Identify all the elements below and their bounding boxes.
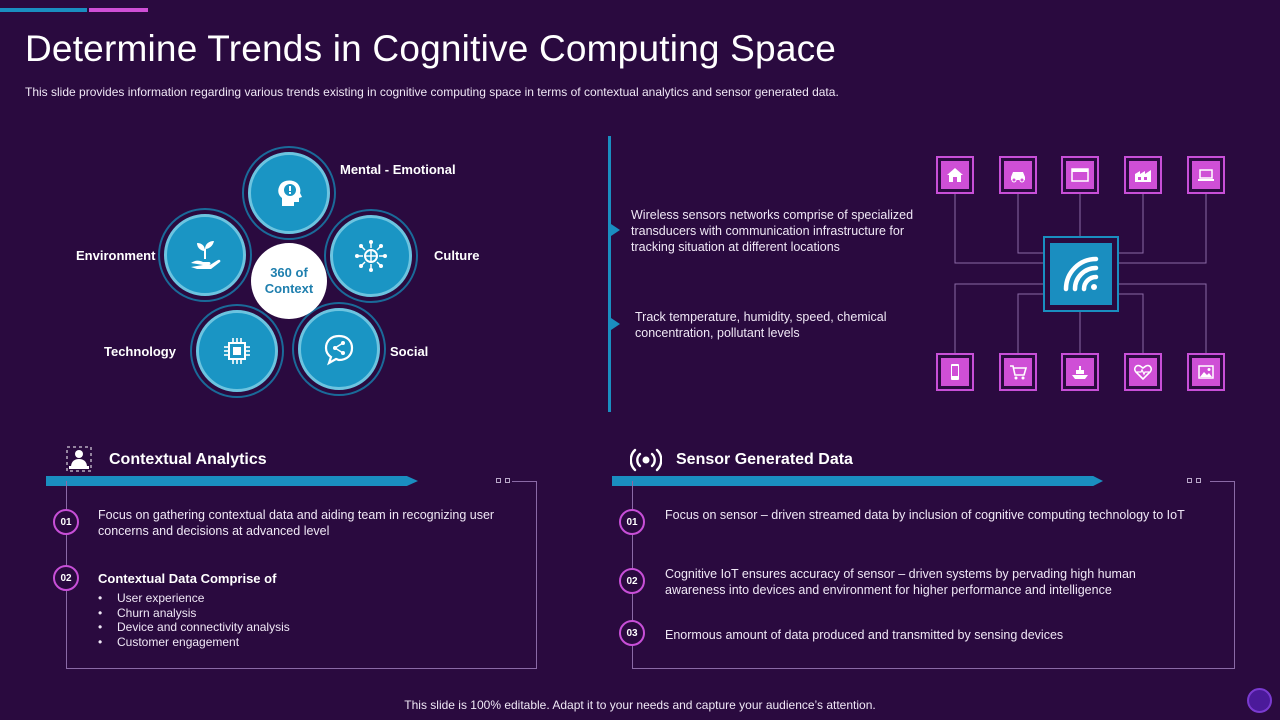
sensor-item-2: Cognitive IoT ensures accuracy of sensor… [665,567,1136,597]
browser-icon [1071,168,1089,182]
iot-node-image [1187,353,1225,391]
vertical-divider [608,136,611,412]
factory-icon [1135,170,1151,182]
iot-connectors [954,194,1207,353]
step-number-01: 01 [619,509,645,535]
contextual-analytics-heading: Contextual Analytics [109,451,267,468]
laptop-icon [1198,169,1214,181]
contextual-data-list: User experience Churn analysis Device an… [98,591,290,649]
iot-hub [1043,236,1119,312]
sensor-point-1: Wireless sensors networks comprise of sp… [631,208,914,254]
center-line-2: Context [264,281,314,296]
iot-node-heart [1124,353,1162,391]
sensor-generated-heading: Sensor Generated Data [676,451,853,468]
iot-node-browser [1061,156,1099,194]
contextual-item-1: Focus on gathering contextual data and a… [98,508,495,538]
iot-network [930,150,1230,400]
image-icon [1198,365,1214,379]
car-icon [1011,172,1025,183]
sensor-item-1: Focus on sensor – driven streamed data b… [665,508,1185,522]
iot-node-laptop [1187,156,1225,194]
step-number-02: 02 [53,565,79,591]
list-item: User experience [98,591,290,606]
phone-icon [951,364,959,380]
step-number-02: 02 [619,568,645,594]
sensor-item-3: Enormous amount of data produced and tra… [665,628,1064,642]
step-number-01: 01 [53,509,79,535]
arrow-marker-2 [611,318,620,330]
list-item: Device and connectivity analysis [98,620,290,635]
iot-node-car [999,156,1037,194]
accent-bar-pink [89,8,148,12]
sensor-frame-top [1210,481,1235,482]
step-number-03: 03 [619,620,645,646]
petal-social [298,308,380,390]
contextual-frame-top [512,481,537,482]
label-mental-emotional: Mental - Emotional [340,162,456,177]
label-social: Social [390,344,429,359]
label-environment: Environment [76,248,156,263]
petal-culture [330,215,412,297]
frame-square [1196,478,1201,483]
contextual-analytics-bar [46,476,418,486]
diagram-arcs [158,146,418,398]
broadcast-icon [630,448,662,472]
cart-icon [1010,365,1028,380]
contextual-item-2-heading: Contextual Data Comprise of [98,571,277,586]
accent-bar-blue [0,8,87,12]
home-icon [947,168,963,182]
iot-node-home [936,156,974,194]
label-culture: Culture [434,248,480,263]
page-title: Determine Trends in Cognitive Computing … [25,28,837,69]
petal-mental-emotional [248,152,330,234]
frame-square [505,478,510,483]
iot-node-factory [1124,156,1162,194]
analyst-icon [66,446,92,472]
heart-rate-icon [1133,364,1153,381]
footer-note: This slide is 100% editable. Adapt it to… [404,698,876,712]
list-item: Churn analysis [98,606,290,621]
chat-share-icon [324,334,354,366]
slide-nav-button[interactable] [1247,688,1272,713]
wifi-icon [1063,256,1099,292]
frame-square [496,478,501,483]
page-subtitle: This slide provides information regardin… [25,85,839,99]
frame-square [1187,478,1192,483]
chip-icon [224,338,250,364]
list-item: Customer engagement [98,635,290,650]
iot-node-cart [999,353,1037,391]
label-technology: Technology [104,344,176,359]
arrow-marker-1 [611,224,620,236]
sensor-point-2: Track temperature, humidity, speed, chem… [635,310,887,340]
iot-node-phone [936,353,974,391]
network-globe-icon [355,240,387,272]
plant-hand-icon [191,241,221,269]
center-360-context: 360 of Context [251,243,327,319]
head-idea-icon [278,180,302,206]
iot-node-ship [1061,353,1099,391]
ship-icon [1072,366,1088,379]
petal-environment [164,214,246,296]
context-diagram: 360 of Context Mental - Emotional Cultur… [0,130,600,420]
center-line-1: 360 of [270,265,308,280]
petal-technology [196,310,278,392]
sensor-generated-bar [612,476,1103,486]
